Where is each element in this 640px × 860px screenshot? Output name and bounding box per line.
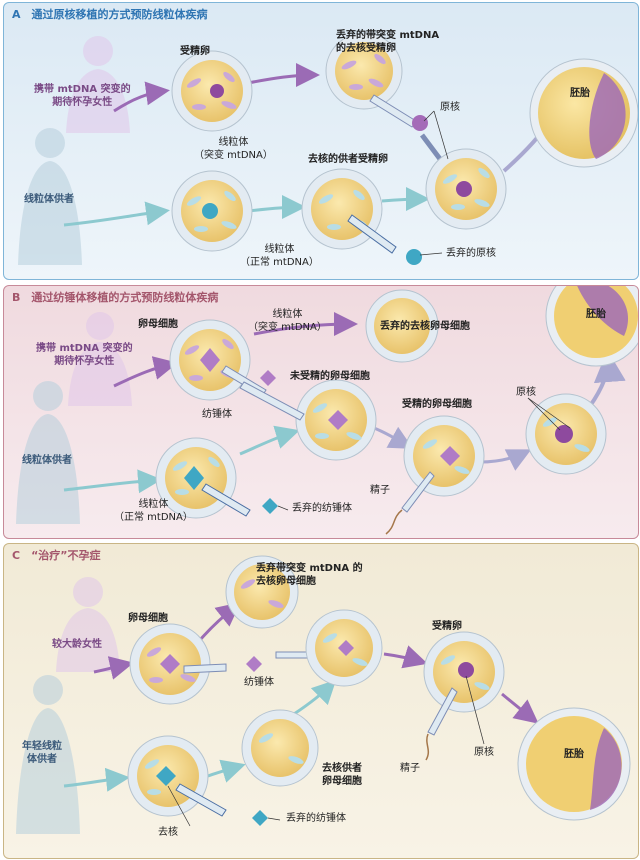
donor-silhouette-b [16,381,80,524]
sperm-label-b: 精子 [370,485,390,496]
mother-b-line-2: 期待怀孕女性 [54,356,115,367]
mother-label: 携带 mtDNA 突变的 期待怀孕女性 [34,83,131,109]
donor-label-b: 线粒体供者 [22,455,72,466]
pronuclei-label-a: 原核 [440,102,460,113]
embryo-label-b: 胚胎 [586,309,606,320]
enucleated-donor-label: 去核的供者受精卵 [308,154,388,165]
young-donor-label: 年轻线粒 体供者 [22,740,62,766]
panel-c-illustration [16,555,631,834]
spindle-mark-c [246,656,262,672]
reconstituted-zygote-cell [425,148,507,230]
enucleated-donor-oocyte-label: 去核供者 卵母细胞 [322,762,362,788]
zygote-cell-b [525,393,607,475]
zygote-cell [171,50,253,132]
discarded-zygote-label: 丢弃的带突变 mtDNA 的去核受精卵 [336,29,439,55]
zygote-cell-c [423,631,505,761]
panel-b-title: B 通过纺锤体移植的方式预防线粒体疾病 [12,291,219,304]
discarded-spindle-mark-c [252,810,268,826]
young-donor-silhouette [16,675,80,834]
discarded-zygote-cell [325,32,403,110]
unfertilized-label: 未受精的卵母细胞 [290,371,370,382]
mito-normal-line-1: 线粒体 [264,244,295,255]
panel-a: A 通过原核移植的方式预防线粒体疾病 携带 mtDNA 突变的 期待怀孕女性 线… [3,2,639,280]
mother-b-line-1: 携带 mtDNA 突变的 [36,343,133,354]
donor-label: 线粒体供者 [24,194,74,205]
mito-mutant-label: 线粒体 （突变 mtDNA） [194,136,273,162]
mito-mutant-line-1: 线粒体 [218,137,249,148]
discarded-oocyte-label-c: 丢弃带突变 mtDNA 的 去核卵母细胞 [256,562,363,588]
spindle-label-b: 纺锤体 [202,409,232,420]
zygote-label: 受精卵 [180,46,210,57]
older-woman-label: 较大龄女性 [52,639,102,650]
pronuclei-label-c: 原核 [474,747,494,758]
mother-label-line-2: 期待怀孕女性 [52,97,113,108]
mito-normal-label: 线粒体 （正常 mtDNA） [240,243,319,269]
enucleated-donor-zygote-cell [301,168,422,265]
discarded-spindle-mark-b [262,498,278,514]
enucleated-donor-oocyte-cell [241,709,319,787]
fertilized-label: 受精的卵母细胞 [402,399,472,410]
panel-c-title: C “治疗”不孕症 [12,549,101,562]
oocyte-label-b: 卵母细胞 [138,319,178,330]
embryo-a [529,58,638,168]
discarded-oocyte-label: 丢弃的去核卵母细胞 [380,321,470,332]
reconstituted-oocyte-cell-c [305,609,383,687]
young-donor-line-1: 年轻线粒 [22,741,62,752]
embryo-b [545,286,638,367]
young-donor-line-2: 体供者 [27,754,57,765]
panel-c: C “治疗”不孕症 较大龄女性 年轻线粒 体供者 卵母细胞 丢弃带突变 mtDN… [3,543,639,859]
spindle-mark-b [260,370,276,386]
pronuclei-label-b: 原核 [516,387,536,398]
fertilized-oocyte-cell [385,415,485,535]
discarded-zygote-line-2: 的去核受精卵 [336,43,396,54]
discarded-spindle-label-c: 丢弃的纺锤体 [286,813,346,824]
older-woman-silhouette [56,577,120,672]
enucleated-donor-c-line-1: 去核供者 [322,763,362,774]
panel-b: B 通过纺锤体移植的方式预防线粒体疾病 携带 mtDNA 突变的 期待怀孕女性 … [3,285,639,539]
donor-silhouette [18,128,82,265]
mito-mutant-b-line-2: （突变 mtDNA） [248,322,327,333]
oocyte-cell-c [129,623,227,705]
discarded-zygote-line-1: 丢弃的带突变 mtDNA [336,30,440,41]
zygote-label-c: 受精卵 [432,621,462,632]
donor-oocyte-cell-c [127,735,227,817]
mother-silhouette [66,36,130,133]
enucleate-label: 去核 [158,827,178,838]
embryo-label-c: 胚胎 [564,749,584,760]
donor-zygote-cell [171,170,253,252]
oocyte-label-c: 卵母细胞 [128,613,168,624]
mother-label-b: 携带 mtDNA 突变的 期待怀孕女性 [36,342,133,368]
mito-normal-label-b: 线粒体 （正常 mtDNA） [114,498,193,524]
panel-a-illustration [18,32,638,265]
embryo-c [517,707,631,821]
enucleated-donor-c-line-2: 卵母细胞 [322,776,362,787]
embryo-label-a: 胚胎 [570,88,590,99]
mother-label-line-1: 携带 mtDNA 突变的 [34,84,131,95]
discarded-oocyte-cell-c [225,555,299,629]
discarded-pronuclei-label: 丢弃的原核 [446,248,496,259]
donor-oocyte-cell [155,437,251,519]
mito-normal-line-2: （正常 mtDNA） [240,257,319,268]
mito-normal-b-line-2: （正常 mtDNA） [114,512,193,523]
discarded-oocyte-c-line-2: 去核卵母细胞 [256,576,316,587]
mito-mutant-line-2: （突变 mtDNA） [194,150,273,161]
discarded-spindle-label-b: 丢弃的纺锤体 [292,503,352,514]
discarded-oocyte-c-line-1: 丢弃带突变 mtDNA 的 [256,563,363,574]
mito-mutant-label-b: 线粒体 （突变 mtDNA） [248,308,327,334]
mother-silhouette-b [68,312,132,406]
panel-a-title: A 通过原核移植的方式预防线粒体疾病 [12,8,208,21]
mito-mutant-b-line-1: 线粒体 [272,309,303,320]
panel-b-illustration [16,286,638,535]
spindle-label-c: 纺锤体 [244,677,274,688]
sperm-label-c: 精子 [400,763,420,774]
unfertilized-oocyte-cell [239,379,377,461]
mito-normal-b-line-1: 线粒体 [138,499,169,510]
discarded-oocyte-cell [365,289,439,363]
